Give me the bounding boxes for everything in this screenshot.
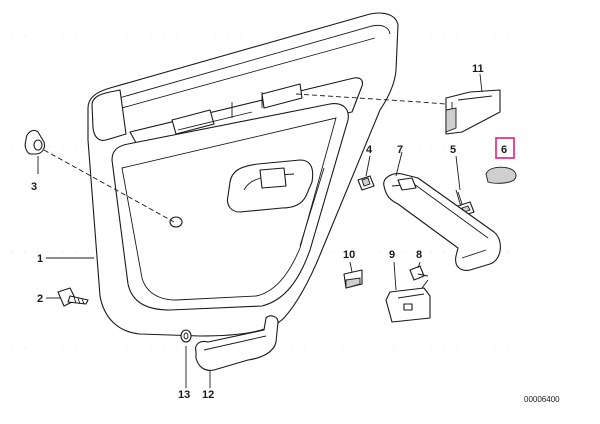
svg-text:· · · · · · · · · · · · · · ·: · · · · · · · · · · · · · · · · · · · · … bbox=[10, 31, 513, 43]
pull-handle-part-12[interactable] bbox=[195, 315, 279, 371]
callout-label-13[interactable]: 13 bbox=[178, 389, 190, 401]
screw-part-8[interactable] bbox=[409, 265, 429, 281]
cap-part-6[interactable] bbox=[485, 166, 517, 184]
door-trim-panel[interactable] bbox=[87, 12, 399, 337]
callout-label-1[interactable]: 1 bbox=[37, 253, 43, 265]
callout-label-8[interactable]: 8 bbox=[416, 249, 422, 261]
bracket-part-9[interactable] bbox=[385, 279, 431, 323]
screw-part-2[interactable] bbox=[57, 287, 89, 307]
grab-handle-part-7[interactable] bbox=[383, 173, 501, 271]
callout-label-7[interactable]: 7 bbox=[397, 144, 403, 156]
pocket-part-11[interactable] bbox=[445, 89, 501, 135]
leader-lines bbox=[37, 73, 483, 388]
push-clip-part-3[interactable] bbox=[24, 129, 46, 155]
callout-label-6[interactable]: 6 bbox=[501, 144, 507, 156]
highlight-box-part-6 bbox=[495, 137, 515, 159]
callout-label-10[interactable]: 10 bbox=[343, 249, 355, 261]
clip-insert-part-10[interactable] bbox=[343, 269, 363, 289]
callout-label-12[interactable]: 12 bbox=[202, 389, 214, 401]
grommet-part-13[interactable] bbox=[180, 329, 192, 343]
diagram-reference-number: 00006400 bbox=[524, 395, 560, 404]
callout-labels: 3 1 2 4 7 5 6 11 10 9 8 13 12 bbox=[31, 63, 507, 401]
callout-label-11[interactable]: 11 bbox=[472, 63, 484, 75]
callout-label-9[interactable]: 9 bbox=[389, 249, 395, 261]
callout-label-4[interactable]: 4 bbox=[366, 144, 373, 156]
callout-label-2[interactable]: 2 bbox=[37, 293, 43, 305]
callout-label-3[interactable]: 3 bbox=[31, 181, 37, 193]
callout-label-5[interactable]: 5 bbox=[450, 144, 456, 156]
clip-part-4[interactable] bbox=[357, 175, 375, 191]
